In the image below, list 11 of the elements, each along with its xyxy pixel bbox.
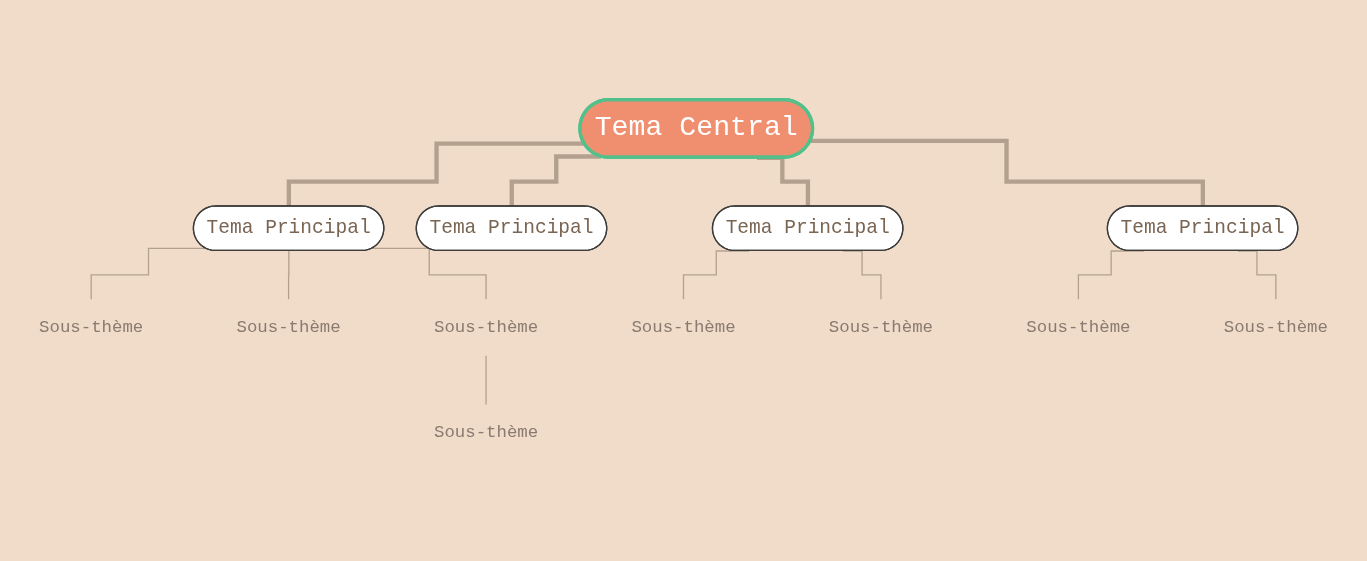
node-text: Sous-thème [631,317,736,338]
node-text: Sous-thème [39,317,144,338]
node-text: Sous-thème [433,317,539,338]
node-text: Sous-thème [1223,317,1328,338]
node-text: Sous-thème [1026,317,1131,338]
connector [287,250,290,301]
connector [371,248,487,301]
node-text: Sous-thème [236,317,341,338]
node-text: Sous-thème [828,317,934,338]
connector [485,355,487,406]
node-text: Sous-thème [433,423,539,443]
